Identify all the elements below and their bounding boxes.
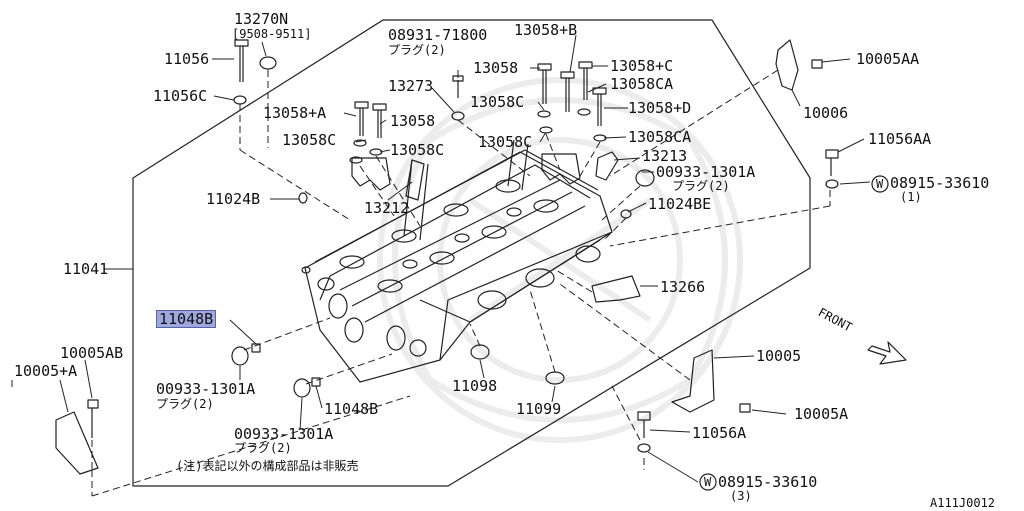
cylinder-head-drawing (301, 139, 613, 383)
bracket-10005 (671, 349, 715, 413)
label-11024BE: 11024BE (648, 195, 712, 213)
plug-13212 (405, 159, 425, 201)
washer-symbol-bottom (699, 473, 717, 491)
cam-cap-center (541, 153, 581, 185)
label-13058C-left: 13058C (282, 131, 337, 149)
label-08915-top-qty: (1) (900, 190, 922, 204)
plug-11024B (298, 192, 308, 204)
label-00933-bottom-plug: プラグ(2) (234, 441, 292, 455)
frame-outline (132, 19, 811, 487)
label-11024B: 11024B (206, 190, 261, 208)
bracket-10006 (775, 39, 799, 91)
label-08915-top: 08915-33610 (890, 174, 990, 192)
label-08931-plug: プラグ(2) (388, 43, 446, 57)
label-11048B-bottom: 11048B (324, 400, 379, 418)
label-13058CA-right: 13058CA (628, 128, 692, 146)
plug-00933-bottom (293, 378, 311, 398)
label-10006: 10006 (803, 104, 849, 122)
washer-letter-top: W (876, 177, 884, 191)
label-10005AB: 10005AB (60, 344, 124, 362)
label-10005AA: 10005AA (856, 50, 920, 68)
bolt-10005AB (87, 399, 99, 409)
label-08915-bottom-qty: (3) (730, 489, 752, 503)
label-13058B: 13058+B (514, 21, 578, 39)
label-00933-right-plug: プラグ(2) (672, 179, 730, 193)
label-13058C-mid: 13058C (470, 93, 525, 111)
label-11056A: 11056A (692, 424, 747, 442)
label-13058C-center: 13058C (478, 133, 533, 151)
label-13058D: 13058+D (628, 99, 692, 117)
label-13058C-left2: 13058C (390, 141, 445, 159)
label-11056C: 11056C (153, 87, 208, 105)
label-13058A: 13058+A (263, 104, 327, 122)
footnote: (注)表記以外の構成部品は非販売 (176, 459, 359, 473)
label-11099: 11099 (516, 400, 562, 418)
label-11056: 11056 (164, 50, 210, 68)
label-13213: 13213 (642, 147, 688, 165)
label-11041: 11041 (63, 260, 109, 278)
label-11056AA: 11056AA (868, 130, 932, 148)
shield-13266 (591, 275, 641, 303)
label-13058-left: 13058 (390, 112, 436, 130)
front-arrow (867, 341, 907, 365)
label-10005A-left: 10005+A (14, 362, 78, 380)
plug-00933-right (635, 169, 655, 187)
label-00933-bottom: 00933-1301A (234, 425, 334, 443)
label-13212: 13212 (364, 199, 410, 217)
label-13058CA-top: 13058CA (610, 75, 674, 93)
bolts-left (233, 39, 607, 164)
label-00933-left: 00933-1301A (156, 380, 256, 398)
label-08915-bottom: 08915-33610 (718, 473, 818, 491)
label-10005: 10005 (756, 347, 802, 365)
plug-00933-left (231, 346, 249, 366)
label-13273: 13273 (388, 77, 434, 95)
label-10005A: 10005A (794, 405, 849, 423)
cam-cap-left (351, 157, 391, 191)
label-13266: 13266 (660, 278, 706, 296)
label-13058C-top: 13058+C (610, 57, 674, 75)
washer-11098 (470, 344, 490, 360)
diagram-code: A111J0012 (930, 496, 996, 510)
label-13058-top: 13058 (473, 59, 519, 77)
label-13270N: 13270N (234, 10, 289, 28)
washer-11099 (545, 371, 565, 385)
washer-letter-bottom: W (704, 475, 712, 489)
plug-13213 (595, 151, 619, 181)
label-11048B-highlight: 11048B (156, 310, 217, 328)
bracket-10005A-left (55, 411, 99, 475)
label-00933-left-plug: プラグ(2) (156, 397, 214, 411)
label-08931-71800: 08931-71800 (388, 26, 488, 44)
label-9508-9511: [9508-9511] (232, 27, 312, 41)
label-11098: 11098 (452, 377, 498, 395)
washer-symbol-top (871, 175, 889, 193)
label-00933-right: 00933-1301A (656, 163, 756, 181)
